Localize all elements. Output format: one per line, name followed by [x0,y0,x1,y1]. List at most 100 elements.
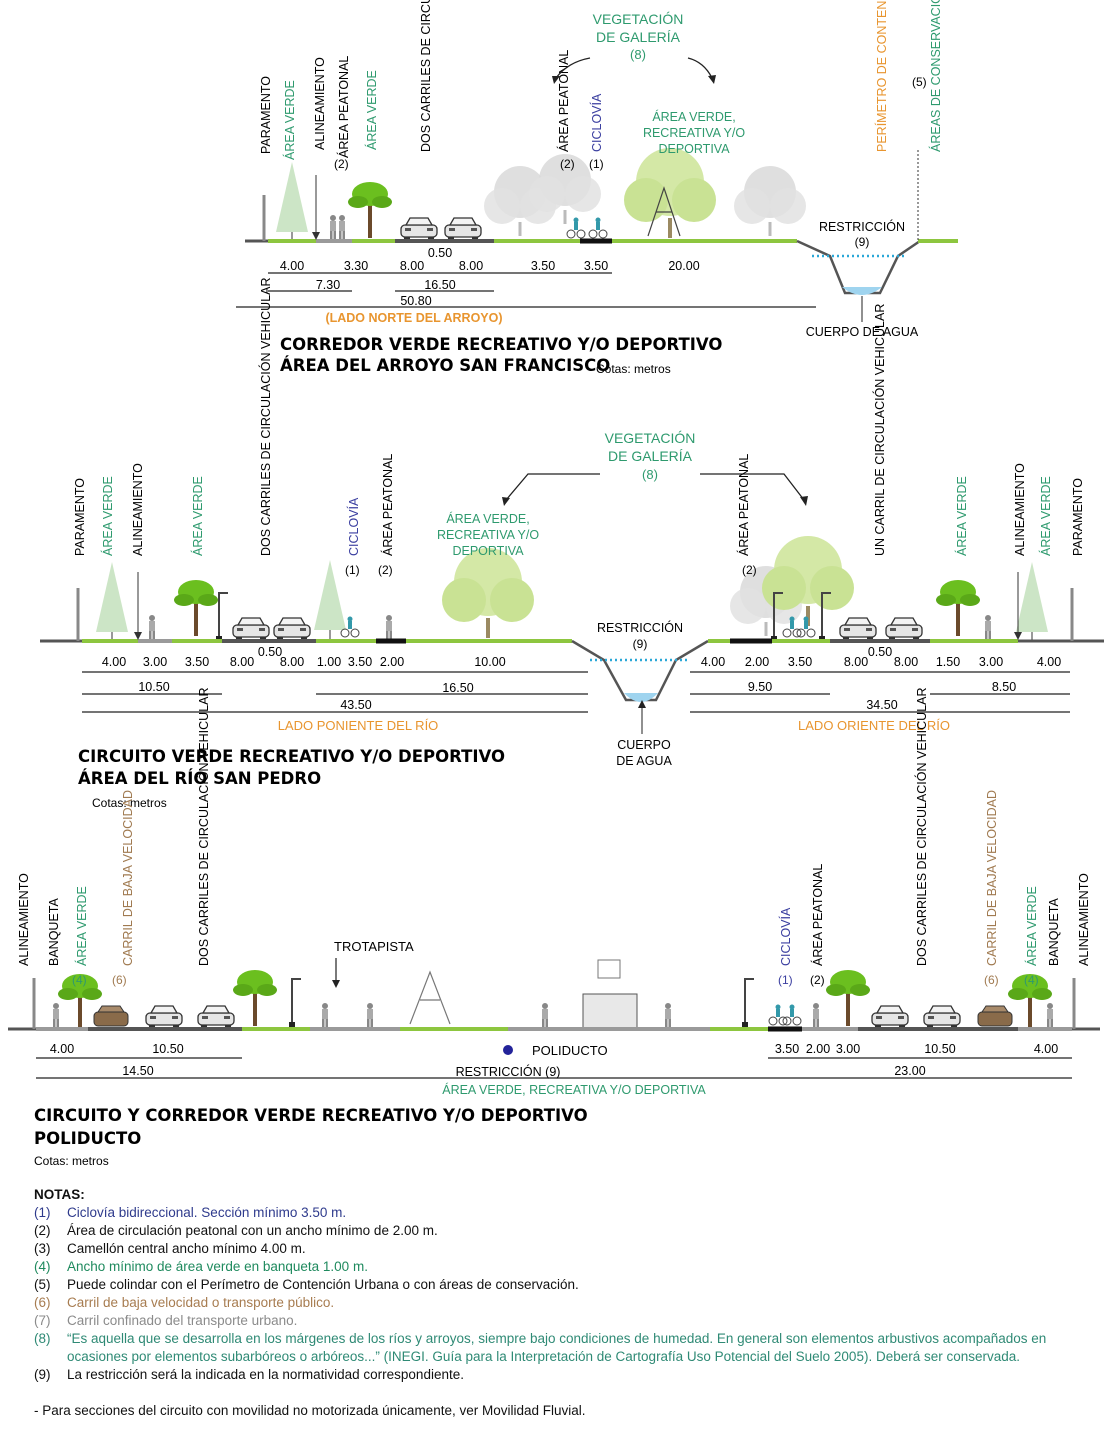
s3-label-n1: (1) [778,973,793,987]
s1-dim-6: 3.50 [584,259,608,273]
s2-label-n1: (1) [345,563,360,577]
s1-dim-10: 50.80 [400,294,431,308]
s2-dim-l-4: 0.50 [258,645,282,659]
s1-label-n8: (8) [630,47,646,62]
s1-label-cuerpo: CUERPO DE AGUA [806,325,919,339]
s3-title-1: CIRCUITO Y CORREDOR VERDE RECREATIVO Y/O… [34,1106,588,1125]
s2-label-vegetacion: VEGETACIÓN [605,430,696,446]
s1-cotas: Cotas: metros [596,362,671,376]
notes-spacer [34,1384,1084,1402]
s1-label-n5: (5) [912,75,927,89]
s3-label-restriccion: RESTRICCIÓN (9) [456,1064,561,1079]
notes-heading: NOTAS: [34,1187,85,1202]
s2-dim-l-10: 10.50 [138,680,169,694]
s3-cotas: Cotas: metros [34,1154,109,1168]
s1-label-lado-norte: (LADO NORTE DEL ARROYO) [325,311,502,325]
note-8: (8)“Es aquella que se desarrolla en los … [34,1330,1084,1366]
s3-label-n4: (4) [72,973,87,987]
s1-label-dos-carriles: DOS CARRILES DE CIRCULACIÓN VEHICULAR [418,0,433,152]
section-rio-san-pedro: PARAMENTO ÁREA VERDE ALINEAMIENTO ÁREA V… [40,277,1104,810]
note-num: (6) [34,1295,51,1310]
s2-label-dos-carriles-text: DOS CARRILES DE CIRCULACIÓN VEHICULAR [258,277,273,556]
note-num: (5) [34,1277,51,1292]
s2-label-ciclovia: CICLOVÍA [346,497,361,556]
s2-dim-r-4: 0.50 [868,645,892,659]
s3-label-poliducto: POLIDUCTO [532,1043,608,1058]
s3-label-carril-baja-r: CARRIL DE BAJA VELOCIDAD [985,790,999,966]
s1-label-n2b: (2) [560,157,575,171]
note-2: (2)Área de circulación peatonal con un a… [34,1222,1084,1240]
note-text: La restricción será la indicada en la no… [67,1367,464,1382]
note-text: Carril confinado del transporte urbano. [67,1313,298,1328]
note-5: (5) Puede colindar con el Perímetro de Co… [34,1276,1084,1294]
s1-label-n9: (9) [855,235,870,249]
note-text: Ancho mínimo de área verde en banqueta 1… [67,1259,368,1274]
s3-label-banqueta-r: BANQUETA [1047,898,1061,966]
s2-dim-r-11: 34.50 [866,698,897,712]
s3-label-area-verde-rec: ÁREA VERDE, RECREATIVA Y/O DEPORTIVA [442,1082,706,1097]
note-num: (3) [34,1241,51,1256]
note-num: (2) [34,1223,51,1238]
s1-title-1: CORREDOR VERDE RECREATIVO Y/O DEPORTIVO [280,335,722,354]
s2-label-n8: (8) [642,467,658,482]
s2-dim-l-5: 8.00 [280,655,304,669]
s3-label-n6-r: (6) [984,973,999,987]
s1-dim-0: 4.00 [280,259,304,273]
s2-title-1: CIRCUITO VERDE RECREATIVO Y/O DEPORTIVO [78,747,505,766]
note-6: (6) Carril de baja velocidad o transporte… [34,1294,1084,1312]
s1-label-n2a: (2) [334,157,349,171]
s2-dim-l-11: 16.50 [442,681,473,695]
s3-dim-1: 10.50 [152,1042,183,1056]
s2-dim-l-6: 1.00 [317,655,341,669]
section-poliducto: ALINEAMIENTO BANQUETA ÁREA VERDE (4) CAR… [8,687,1100,1168]
s2-label-cuerpo-1: CUERPO [617,738,671,752]
s2-dim-r-3: 8.00 [844,655,868,669]
s3-label-trotapista: TROTAPISTA [334,939,414,954]
note-num: (8) [34,1331,51,1346]
s1-label-vegetacion: VEGETACIÓN [593,11,684,27]
s1-label-area-verde: ÁREA VERDE [282,80,297,160]
s3-dim-6: 10.50 [924,1042,955,1056]
s2-label-alineamiento-2: ALINEAMIENTO [1013,463,1027,556]
s3-label-alineamiento: ALINEAMIENTO [17,873,31,966]
s2-label-area-peatonal-r: ÁREA PEATONAL [736,454,751,556]
s1-dim-2: 8.00 [400,259,424,273]
s3-label-area-peatonal: ÁREA PEATONAL [810,864,825,966]
s2-label-n2: (2) [378,563,393,577]
s2-label-area-verde-1: ÁREA VERDE [100,476,115,556]
s3-label-alineamiento-r: ALINEAMIENTO [1077,873,1091,966]
s2-dim-r-2: 3.50 [788,655,812,669]
section-arroyo-san-francisco: PARAMENTO ÁREA VERDE ALINEAMIENTO ÁREA P… [236,0,958,376]
note-text: Puede colindar con el Perímetro de Conte… [67,1277,579,1292]
s2-label-n9: (9) [633,637,648,651]
note-text: Camellón central ancho mínimo 4.00 m. [67,1241,306,1256]
note-text: Ciclovía bidireccional. Sección mínimo 3… [67,1205,347,1220]
s3-label-n2: (2) [810,973,825,987]
s1-label-area-verde-2: ÁREA VERDE [364,70,379,150]
s2-label-area-verde-4: ÁREA VERDE [1038,476,1053,556]
s2-dim-l-1: 3.00 [143,655,167,669]
s2-title-2: ÁREA DEL RÍO SAN PEDRO [78,769,321,788]
s2-dim-r-9: 9.50 [748,680,772,694]
s3-label-n4-r: (4) [1024,973,1039,987]
s3-dim-8: 23.00 [894,1064,925,1078]
s2-dim-r-8: 4.00 [1037,655,1061,669]
s3-label-n6: (6) [112,973,127,987]
note-4: (4) Ancho mínimo de área verde en banquet… [34,1258,1084,1276]
s1-label-area-peatonal-2: ÁREA PEATONAL [556,50,571,152]
note-num: (4) [34,1259,51,1274]
s2-dim-l-3: 8.00 [230,655,254,669]
note-1: (1)Ciclovía bidireccional. Sección mínim… [34,1204,1084,1222]
s2-dim-l-0: 4.00 [102,655,126,669]
s1-label-area-peatonal: ÁREA PEATONAL [336,56,351,158]
note-text: Carril de baja velocidad o transporte pú… [67,1295,335,1310]
s1-dim-1: 3.30 [344,259,368,273]
s2-dim-r-10: 8.50 [992,680,1016,694]
s2-label-paramento-2: PARAMENTO [1071,478,1085,556]
s1-title-2: ÁREA DEL ARROYO SAN FRANCISCO [280,356,610,375]
s1-label-areas-conservacion: ÁREAS DE CONSERVACIÓN [928,0,943,152]
s3-label-area-verde: ÁREA VERDE [74,886,89,966]
s2-dim-r-1: 2.00 [745,655,769,669]
